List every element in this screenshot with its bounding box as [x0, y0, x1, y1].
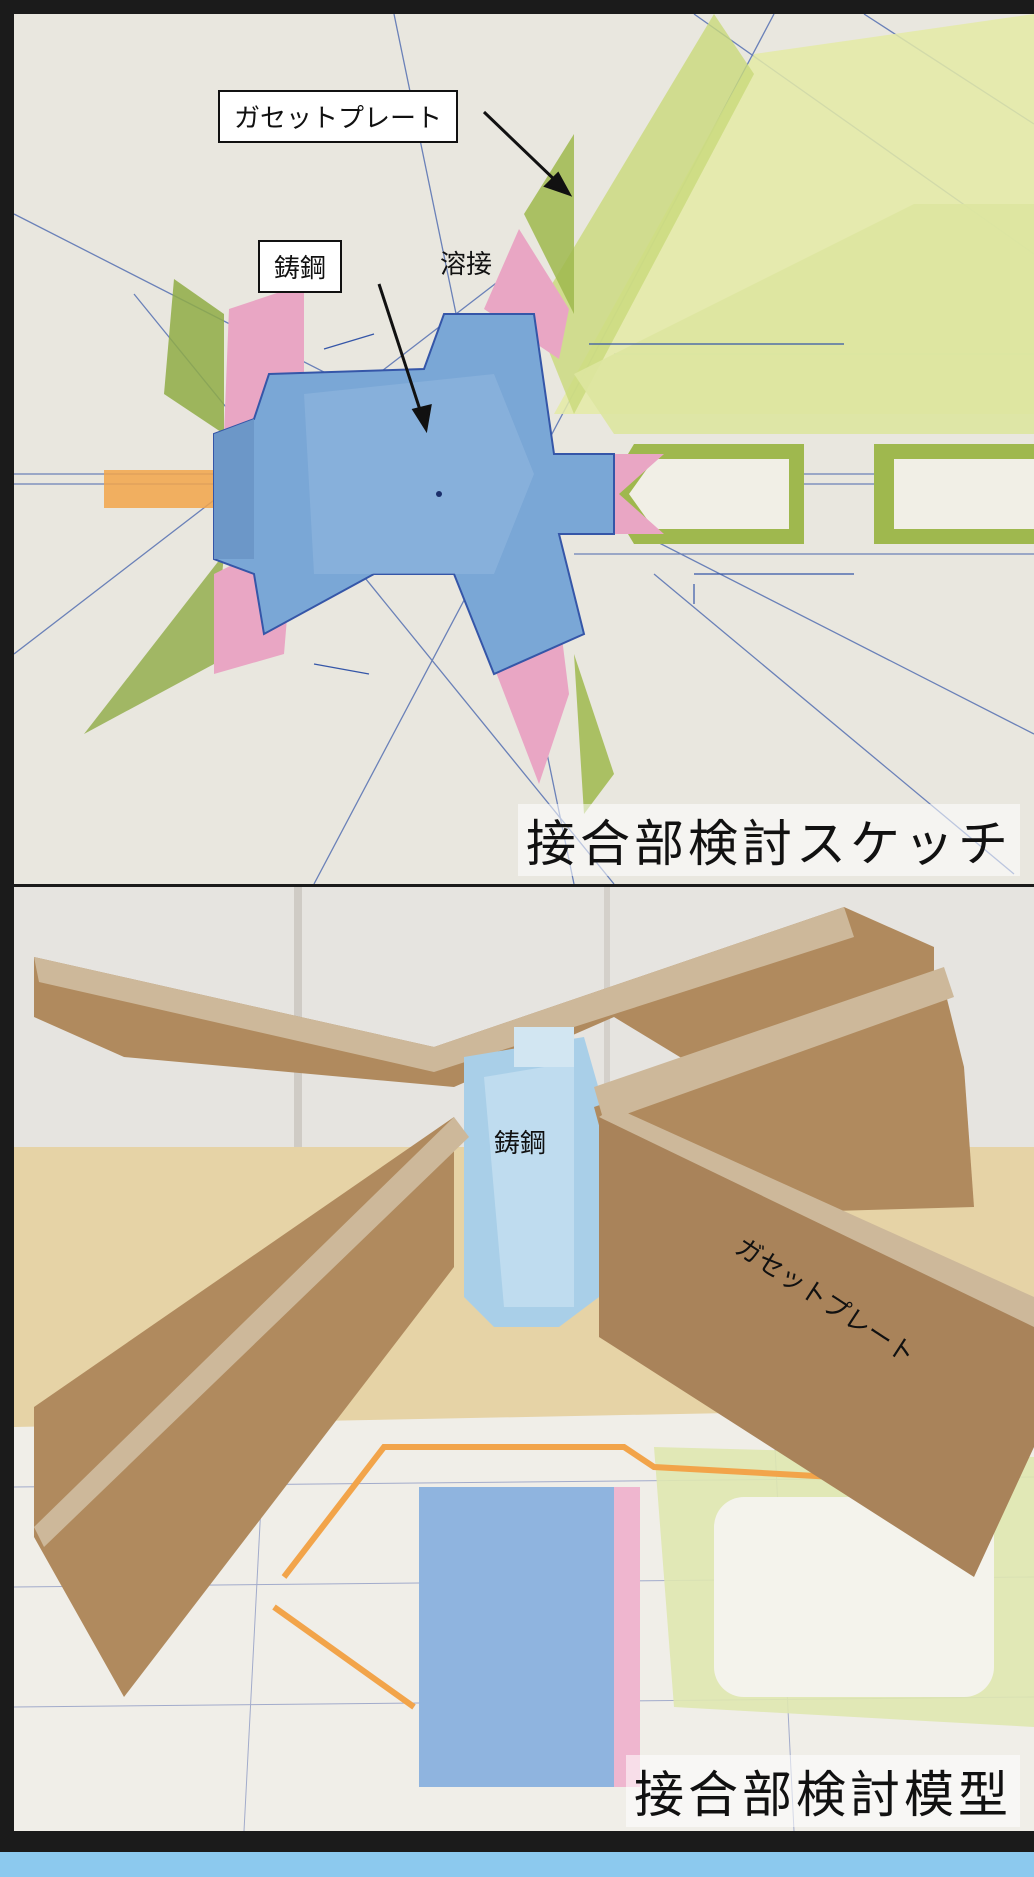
sketch-panel: ガセットプレート 鋳鋼 溶接 接合部検討スケッチ	[14, 14, 1034, 884]
weld-label: 溶接	[440, 250, 493, 280]
cast-steel-model-label: 鋳鋼	[494, 1129, 547, 1159]
model-photo	[14, 887, 1034, 1831]
gusset-plate-callout: ガセットプレート	[218, 90, 459, 143]
bottom-accent-bar	[0, 1852, 1034, 1877]
model-panel: 鋳鋼 ガセットプレート 接合部検討模型	[14, 887, 1034, 1831]
model-caption: 接合部検討模型	[626, 1755, 1020, 1827]
sketch-caption: 接合部検討スケッチ	[518, 804, 1020, 876]
sketch-drawing	[14, 14, 1034, 884]
cast-steel-callout: 鋳鋼	[258, 240, 343, 293]
